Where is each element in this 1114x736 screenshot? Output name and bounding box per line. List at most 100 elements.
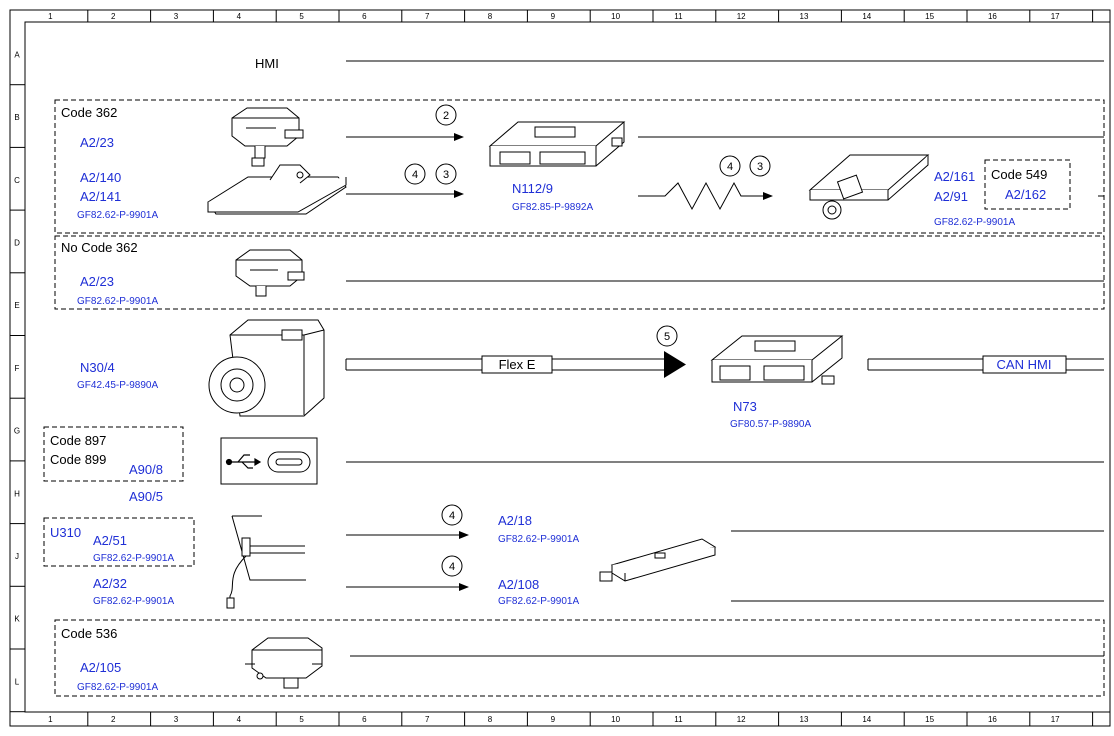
a2-51-label[interactable]: A2/51 — [93, 533, 127, 548]
marker-4-cable: 4 — [719, 155, 741, 177]
column-label: 13 — [800, 12, 809, 21]
usb-icon — [225, 454, 262, 469]
column-label: 7 — [425, 12, 430, 21]
antenna-strip-image — [599, 538, 717, 582]
a90-8-label[interactable]: A90/8 — [129, 462, 163, 477]
svg-text:5: 5 — [664, 331, 670, 343]
column-label: 3 — [174, 715, 179, 724]
column-label: 11 — [674, 715, 683, 724]
column-label: 6 — [362, 715, 367, 724]
row-label: D — [14, 238, 20, 247]
svg-text:3: 3 — [757, 161, 763, 173]
gf-ref-link[interactable]: GF82.62-P-9901A — [77, 210, 158, 221]
column-label: 11 — [674, 12, 683, 21]
gf-9890-n30-link[interactable]: GF42.45-P-9890A — [77, 380, 158, 391]
gf-9892-link[interactable]: GF82.85-P-9892A — [512, 202, 593, 213]
column-label: 5 — [299, 12, 304, 21]
column-label: 14 — [862, 12, 871, 21]
column-label: 1 — [48, 715, 53, 724]
column-label: 7 — [425, 715, 430, 724]
column-label: 10 — [611, 12, 620, 21]
column-label: 9 — [551, 12, 556, 21]
can-hmi-label[interactable]: CAN HMI — [997, 357, 1052, 372]
column-label: 12 — [737, 12, 746, 21]
row-label: K — [14, 615, 20, 624]
marker-4-top: 4 — [404, 163, 426, 185]
a2-23-e-label[interactable]: A2/23 — [80, 274, 114, 289]
code536-label: Code 536 — [61, 626, 117, 641]
code549-group-box — [984, 159, 1071, 210]
column-label: 12 — [737, 715, 746, 724]
column-label: 4 — [237, 715, 242, 724]
svg-text:3: 3 — [443, 169, 449, 181]
marker-4-j2: 4 — [441, 555, 463, 577]
a2-105-label[interactable]: A2/105 — [80, 660, 121, 675]
a2-141-label[interactable]: A2/141 — [80, 189, 121, 204]
row-label: A — [14, 50, 20, 59]
code536-group-box — [54, 619, 1105, 697]
a2-91-label[interactable]: A2/91 — [934, 189, 968, 204]
column-label: 4 — [237, 12, 242, 21]
a2-32-label[interactable]: A2/32 — [93, 576, 127, 591]
gf-ref-link[interactable]: GF82.62-P-9901A — [77, 682, 158, 693]
column-label: 16 — [988, 715, 997, 724]
column-label: 8 — [488, 12, 493, 21]
a2-18-label[interactable]: A2/18 — [498, 513, 532, 528]
antenna-amplifier-image — [808, 154, 930, 220]
antenna-cable-zigzag — [638, 181, 773, 211]
column-label: 17 — [1051, 715, 1060, 724]
a2-162-label[interactable]: A2/162 — [1005, 187, 1046, 202]
n30-4-label[interactable]: N30/4 — [80, 360, 115, 375]
column-label: 2 — [111, 715, 116, 724]
a2-161-label[interactable]: A2/161 — [934, 169, 975, 184]
svg-text:4: 4 — [449, 510, 455, 522]
marker-3-top: 3 — [435, 163, 457, 185]
row-label: F — [15, 364, 20, 373]
row-label: L — [15, 677, 20, 686]
gf-ref-link[interactable]: GF82.62-P-9901A — [498, 534, 579, 545]
row-label: H — [14, 489, 20, 498]
n30-4-unit-image — [208, 319, 325, 417]
column-label: 8 — [488, 715, 493, 724]
a2-23-label[interactable]: A2/23 — [80, 135, 114, 150]
gf-9890-n73-link[interactable]: GF80.57-P-9890A — [730, 419, 811, 430]
marker-3-cable: 3 — [749, 155, 771, 177]
code899-label: Code 899 — [50, 452, 106, 467]
nocode362-label: No Code 362 — [61, 240, 138, 255]
antenna-module-l-image — [245, 637, 323, 689]
flex-e-label-box — [481, 355, 553, 374]
antenna-module-image — [231, 107, 304, 167]
gf-ref-link[interactable]: GF82.62-P-9901A — [498, 596, 579, 607]
hmi-bus-label: HMI — [255, 56, 279, 71]
gf-ref-link[interactable]: GF82.62-P-9901A — [93, 596, 174, 607]
n73-label[interactable]: N73 — [733, 399, 757, 414]
column-label: 10 — [611, 715, 620, 724]
u310-label[interactable]: U310 — [50, 525, 81, 540]
svg-text:4: 4 — [412, 169, 418, 181]
row-label: E — [14, 301, 19, 310]
antenna-module-e-image — [235, 249, 305, 297]
column-label: 1 — [48, 12, 53, 21]
row-label: G — [14, 427, 20, 436]
gf-ref-link[interactable]: GF82.62-P-9901A — [934, 217, 1015, 228]
n112-9-control-unit-image — [488, 121, 626, 167]
code549-label: Code 549 — [991, 167, 1047, 182]
nocode362-group-box — [54, 235, 1105, 310]
marker-5: 5 — [656, 325, 678, 347]
gf-ref-link[interactable]: GF82.62-P-9901A — [93, 553, 174, 564]
column-label: 9 — [551, 715, 556, 724]
a2-108-label[interactable]: A2/108 — [498, 577, 539, 592]
a90-5-label[interactable]: A90/5 — [129, 489, 163, 504]
a2-140-label[interactable]: A2/140 — [80, 170, 121, 185]
svg-text:4: 4 — [449, 561, 455, 573]
gf-ref-link[interactable]: GF82.62-P-9901A — [77, 296, 158, 307]
svg-text:2: 2 — [443, 110, 449, 122]
flex-e-label: Flex E — [499, 357, 536, 372]
column-label: 2 — [111, 12, 116, 21]
antenna-bracket-image — [207, 164, 347, 215]
u310-group-box — [43, 517, 195, 567]
n112-9-label[interactable]: N112/9 — [512, 181, 553, 196]
